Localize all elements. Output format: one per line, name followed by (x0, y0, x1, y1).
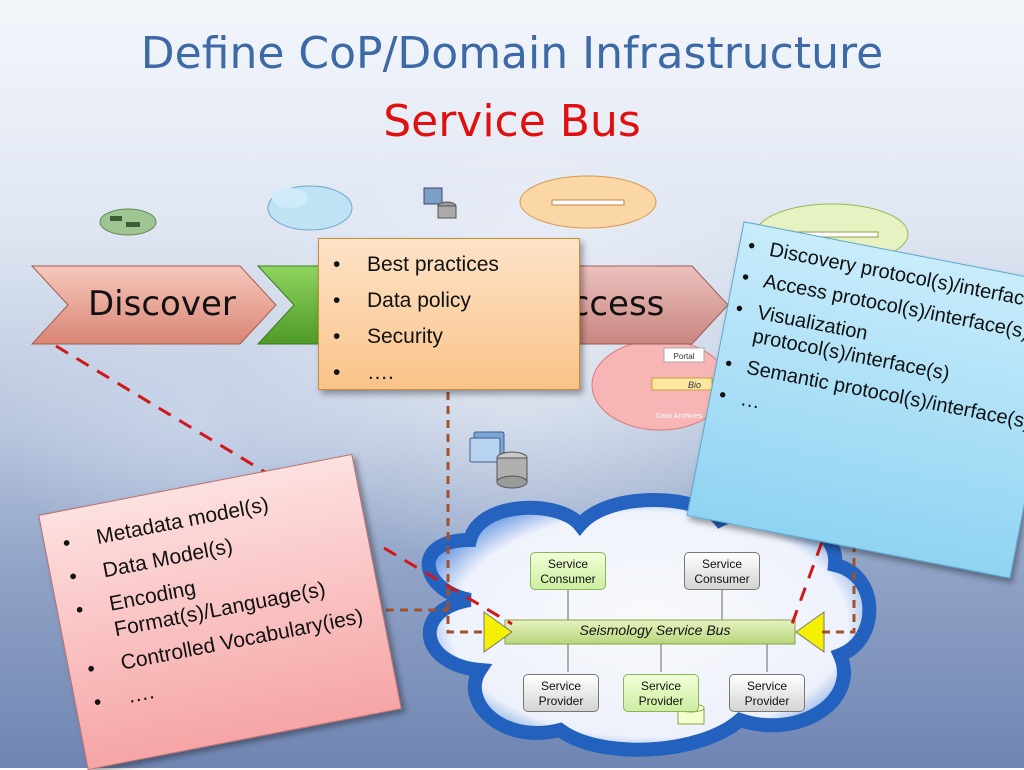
folder-db-icon (469, 431, 528, 489)
discover-chevron (30, 265, 277, 345)
practices-item: Data policy (333, 283, 579, 319)
folder-db-icon-small (423, 187, 457, 219)
cloud-label-bio: Bio (688, 380, 701, 390)
service-consumer-1: Service Consumer (530, 552, 606, 590)
service-provider-1: Service Provider (523, 674, 599, 712)
thumb-cloud-3 (519, 175, 657, 229)
practices-item: …. (333, 355, 579, 391)
thumb-cloud-2 (267, 185, 353, 231)
slide-title: Define CoP/Domain Infrastructure (140, 28, 884, 79)
dashed-brown-lines (386, 392, 856, 634)
service-consumer-2: Service Consumer (684, 552, 760, 590)
practices-item: Best practices (333, 247, 579, 283)
bus-arrow-left (483, 611, 513, 653)
practices-box: Best practices Data policy Security …. (318, 238, 580, 391)
practices-item: Security (333, 319, 579, 355)
dashed-red-lines (55, 344, 832, 626)
service-bus-label: Seismology Service Bus (579, 622, 731, 638)
service-provider-2: Service Provider (623, 674, 699, 712)
slide-subtitle: Service Bus (383, 96, 641, 147)
bus-connectors (567, 590, 768, 672)
thumb-cloud-1 (99, 208, 157, 236)
cloud-label-portal: Portal (674, 352, 695, 361)
protocol-box: Discovery protocol(s)/interface(s) Acces… (686, 221, 1024, 579)
chevron-label-discover: Discover (88, 284, 236, 324)
service-bus-bar (504, 619, 796, 645)
service-provider-3: Service Provider (729, 674, 805, 712)
cloud-label-data-archives: Data Archives (656, 411, 703, 420)
